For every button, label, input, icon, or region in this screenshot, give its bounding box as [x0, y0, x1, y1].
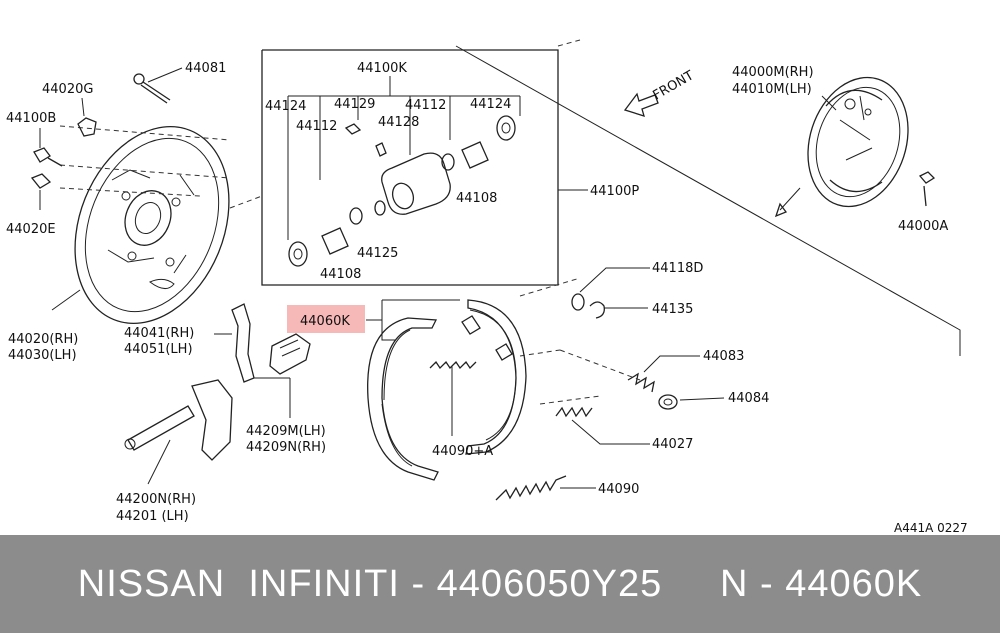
wheel-cylinder-box — [229, 39, 588, 286]
label-44020rh: 44020(RH) — [8, 332, 78, 347]
label-44051-lh: 44051(LH) — [124, 342, 193, 357]
clip-44020g-drawing — [77, 97, 97, 137]
label-44020g: 44020G — [42, 82, 93, 97]
spring-44027-drawing — [539, 349, 650, 445]
label-44020e: 44020E — [6, 222, 56, 237]
reference-lines — [455, 45, 961, 356]
bolt-44100b-drawing — [33, 128, 63, 167]
spring-44083-drawing — [627, 355, 700, 393]
label-44108-lower: 44108 — [320, 267, 361, 282]
label-44108-upper: 44108 — [456, 191, 497, 206]
label-44200n-rh: 44200N(RH) — [116, 492, 196, 507]
label-44084: 44084 — [728, 391, 769, 406]
label-44100p: 44100P — [590, 184, 639, 199]
label-44209m-lh: 44209M(LH) — [246, 424, 326, 439]
label-44135: 44135 — [652, 302, 693, 317]
bolt-44081-drawing — [133, 67, 183, 104]
backing-plate-drawing — [59, 125, 231, 324]
lever-44041-drawing — [214, 303, 255, 383]
label-44000m-rh: 44000M(RH) — [732, 65, 814, 80]
spring-44090-drawing — [495, 475, 596, 501]
nut-44020e-drawing — [30, 173, 52, 210]
adjuster-44209-drawing — [254, 333, 311, 418]
label-44083: 44083 — [703, 349, 744, 364]
label-44000a: 44000A — [898, 219, 948, 234]
label-44125: 44125 — [357, 246, 398, 261]
label-44041-rh: 44041(RH) — [124, 326, 194, 341]
label-44081: 44081 — [185, 61, 226, 76]
label-44129: 44129 — [334, 97, 375, 112]
part-number-banner: NISSAN INFINITI - 4406050Y25 N - 44060K — [0, 535, 1000, 633]
brake-parts-diagram: 44081 44020G 44100B 44020E 44020(RH) 440… — [6, 39, 968, 535]
clip-44135-drawing — [589, 301, 648, 319]
label-44128: 44128 — [378, 115, 419, 130]
label-44010m-lh: 44010M(LH) — [732, 82, 812, 97]
label-44201-lh: 44201 (LH) — [116, 509, 189, 524]
label-44027: 44027 — [652, 437, 693, 452]
label-44060k: 44060K — [300, 314, 350, 329]
label-front: FRONT — [651, 68, 697, 103]
part-number-text: NISSAN INFINITI - 4406050Y25 N - 44060K — [77, 562, 923, 605]
highlight-44060k — [287, 305, 365, 333]
label-44100k: 44100K — [357, 61, 407, 76]
diagram-code: A441A 0227 — [894, 521, 968, 535]
front-arrow — [623, 92, 659, 117]
washer-44084-drawing — [658, 394, 725, 410]
label-44209n-rh: 44209N(RH) — [246, 440, 326, 455]
label-44112-left: 44112 — [296, 119, 337, 134]
spring-44090a-drawing — [429, 360, 477, 436]
label-44124-right: 44124 — [470, 97, 511, 112]
label-44100b: 44100B — [6, 111, 56, 126]
parking-lever-44200n-drawing — [124, 379, 233, 485]
clip-44118d-drawing — [571, 267, 650, 311]
label-44118d: 44118D — [652, 261, 703, 276]
label-44090a: 44090+A — [432, 444, 493, 459]
label-44112-right: 44112 — [405, 98, 446, 113]
label-44030lh: 44030(LH) — [8, 348, 77, 363]
label-44090: 44090 — [598, 482, 639, 497]
label-44124-left: 44124 — [265, 99, 306, 114]
brake-assembly-drawing — [774, 76, 936, 218]
brake-shoe-drawing — [366, 277, 581, 481]
